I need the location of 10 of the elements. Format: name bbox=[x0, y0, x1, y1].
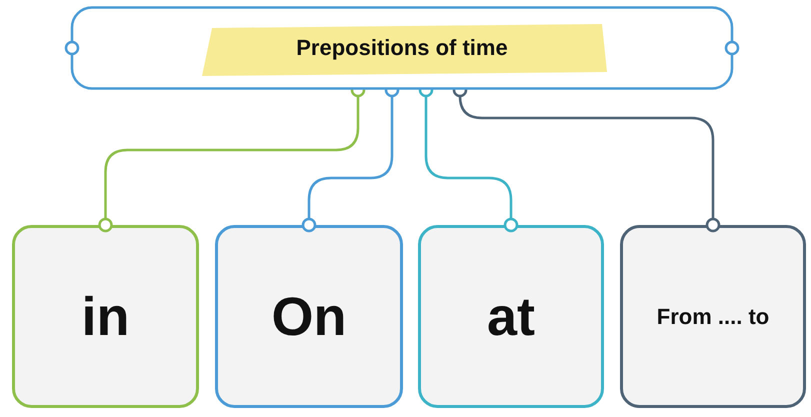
title-banner bbox=[64, 6, 740, 90]
preposition-label: at bbox=[486, 286, 535, 348]
preposition-label: On bbox=[272, 286, 346, 348]
topic-label: Prepositions of time bbox=[296, 35, 508, 61]
preposition-card bbox=[12, 225, 199, 408]
preposition-label: in bbox=[82, 286, 130, 348]
preposition-label: From .... to bbox=[656, 304, 770, 330]
preposition-card bbox=[418, 225, 604, 408]
preposition-card bbox=[620, 225, 806, 408]
preposition-card bbox=[215, 225, 403, 408]
